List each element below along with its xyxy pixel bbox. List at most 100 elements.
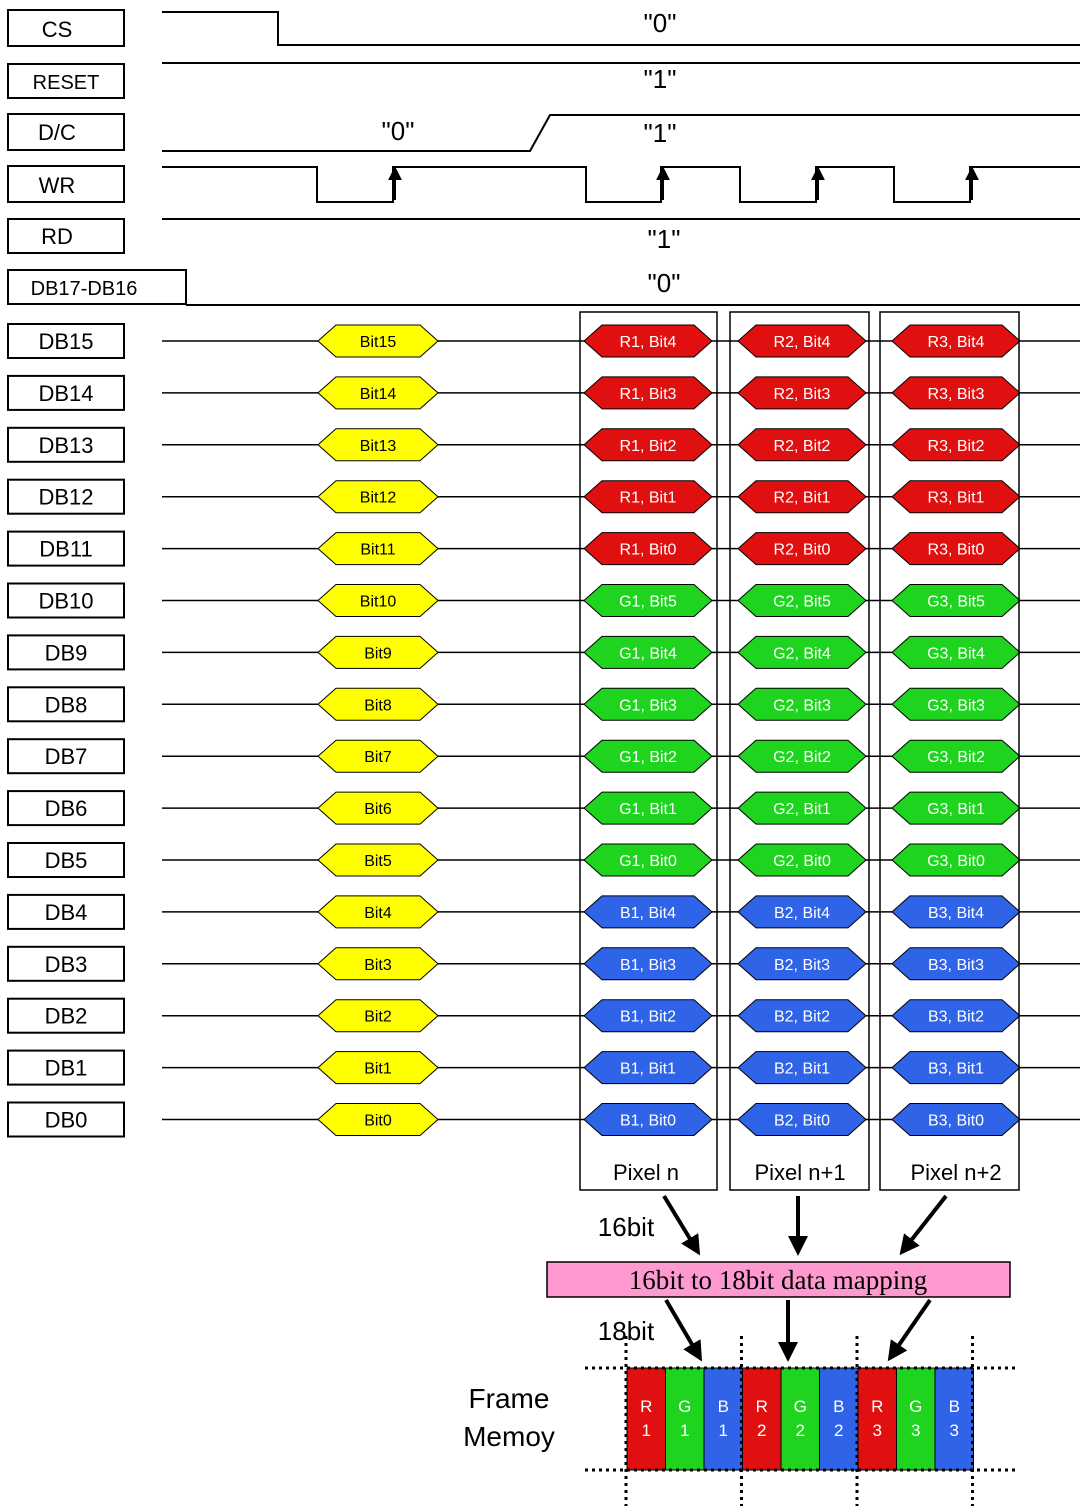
pixel-bit-label: B1, Bit0 [620,1113,676,1130]
pixel-bit-cell [583,1051,713,1085]
pixel-bit-cell [583,635,713,669]
data-line-label-box [7,582,125,619]
pixel-groups [579,311,1020,1191]
command-bit-cell [317,376,439,410]
data-line-label-box [7,686,125,723]
pixel-bit-label: R2, Bit4 [774,334,831,351]
pixel-bit-cell [583,1103,713,1136]
frame-memory-cell-index: 2 [834,1421,843,1440]
pixel-bit-label: R2, Bit1 [774,490,831,507]
command-bit-label: Bit10 [360,594,397,611]
pixel-bit-cell [737,635,867,669]
pixel-bit-label: B1, Bit3 [620,957,676,974]
frame-memory-cell-fill [665,1367,705,1471]
frame-memory-cell-index: 1 [680,1421,689,1440]
command-bit-cell [317,1103,439,1136]
data-line-label-box [7,374,125,411]
frame-memory-cell-channel: R [640,1397,652,1416]
data-line-label-box [7,997,125,1034]
label-box-cs [7,9,125,47]
pixel-bit-label: R1, Bit1 [620,490,677,507]
signal-label-reset: RESET [33,72,100,94]
pixel-bit-label: G1, Bit0 [619,853,677,870]
pixel-bit-cell [737,999,867,1033]
label-box-wr [7,165,125,203]
frame-memory-cell: B2 [819,1367,859,1471]
pixel-bit-label: G2, Bit4 [773,645,831,662]
frame-memory-cell: R2 [742,1367,782,1471]
data-line-label-box [7,945,125,982]
frame-memory-cell-channel: R [756,1397,768,1416]
pixel-bit-cell [737,791,867,825]
pixel-bit-cell [737,376,867,410]
pixel-bit-cell [891,999,1021,1033]
command-bit-label: Bit7 [364,749,392,766]
pixel-bit-cell [737,687,867,721]
pixel-bit-label: R3, Bit0 [928,542,985,559]
command-bit-cell [317,635,439,669]
signal-label-rd: RD [41,224,73,249]
command-bit-cell [317,480,439,514]
pixel-labels: Pixel n Pixel n+1 Pixel n+2 [613,1160,1002,1185]
data-line-label: DB9 [45,640,88,665]
frame-memory-cell-channel: G [909,1397,922,1416]
level-labels: "0" "1" "0" "1" "1" "0" [382,8,681,298]
mapping-box-label: 16bit to 18bit data mapping [629,1265,927,1295]
data-line-label-box [7,478,125,515]
pixel-bit-cell [583,843,713,877]
data-line-label-box [7,738,125,775]
command-bit-cell [317,895,439,929]
command-bit-label: Bit13 [360,438,397,455]
dc-waveform [162,114,1080,152]
pixel-bit-label: R1, Bit4 [620,334,677,351]
pixel-bit-cell [891,324,1021,358]
pixel-bit-label: G3, Bit3 [927,697,985,714]
command-bit-label: Bit1 [364,1061,392,1078]
pixel-bit-label: B3, Bit3 [928,957,984,974]
pixel-bit-label: B3, Bit1 [928,1061,984,1078]
cs-waveform [162,11,1080,46]
frame-memory-cell: R1 [626,1367,666,1471]
control-labels: CS RESET D/C WR RD DB17-DB16 [7,9,187,305]
pixel-bit-label: B3, Bit4 [928,905,984,922]
frame-memory-cell: B1 [703,1367,743,1471]
command-bit-cell [317,324,439,358]
pixel-bit-cell [891,947,1021,981]
data-line-label-box [7,1101,125,1138]
frame-memory-cell: G3 [896,1367,936,1471]
pixel-bit-label: B3, Bit2 [928,1009,984,1026]
pixel-bit-label: R1, Bit2 [620,438,677,455]
data-line-label: DB1 [45,1056,88,1081]
pixel-bit-label: G2, Bit5 [773,594,831,611]
pixel-bit-cell [891,791,1021,825]
command-bit-cell [317,584,439,617]
pixel-bit-label: B1, Bit4 [620,905,676,922]
wr-edge-arrows [388,166,979,200]
data-line-label: DB15 [38,329,93,354]
frame-memory-cell: B3 [934,1367,974,1471]
data-line-label: DB5 [45,848,88,873]
command-bit-label: Bit8 [364,697,392,714]
db17-db16-level-text: "0" [648,268,681,298]
signal-label-dc: D/C [38,120,76,145]
signal-label-wr: WR [39,173,76,198]
data-line-label-box [7,842,125,878]
data-line-label-box [7,530,125,567]
frame-memory-cell-channel: B [833,1397,844,1416]
pixel-bit-cell [737,739,867,773]
frame-memory-label-line1: Frame [469,1383,550,1414]
command-bit-cell [317,532,439,566]
frame-memory-cell-channel: G [794,1397,807,1416]
pixel-bit-cell [891,480,1021,514]
data-line-label: DB12 [38,485,93,510]
label-box-dc [7,113,125,151]
arrow-pixel-n-to-mapping [662,1194,701,1256]
pixel-bit-cell [891,843,1021,877]
